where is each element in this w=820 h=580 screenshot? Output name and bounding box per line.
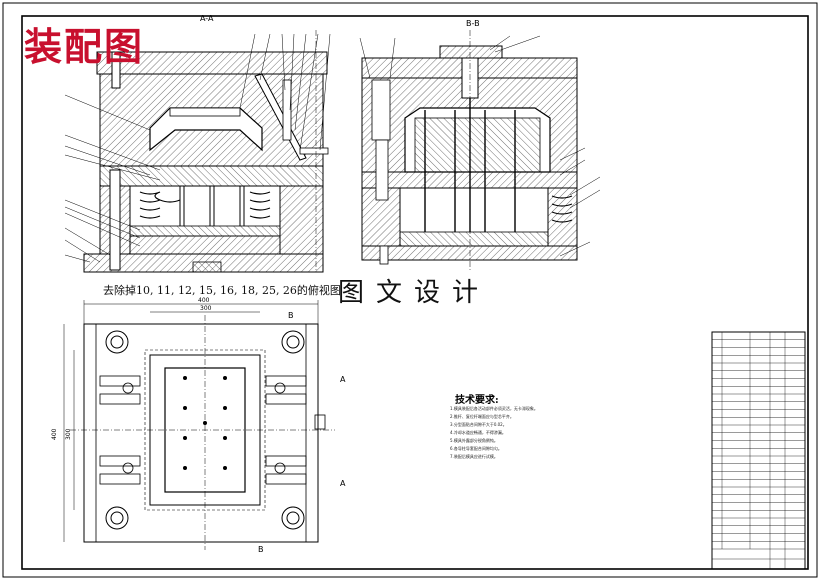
watermark-text: 图文设计 (338, 278, 491, 308)
inner-border (21, 15, 809, 570)
svg-text:B: B (258, 545, 264, 554)
dim-height-outer: 400 (51, 428, 58, 440)
dim-width-inner: 300 (200, 305, 212, 312)
overlay-title: 装配图 (24, 24, 145, 69)
svg-text:B: B (288, 311, 294, 320)
note-line: 7.装配后模具应进行试模。 (450, 454, 498, 459)
section-b-b-label: B-B (466, 19, 480, 28)
note-line: 4.冷却水道应畅通，不得渗漏。 (450, 430, 506, 435)
plan-view-caption: 去除掉10, 11, 12, 15, 16, 18, 25, 26的俯视图 (103, 284, 341, 297)
technical-requirements-title: 技术要求: (455, 395, 499, 406)
dim-width-outer: 400 (198, 297, 210, 304)
section-b-b-view (359, 30, 601, 272)
note-line: 5.模具外露部分锐角倒钝。 (450, 438, 498, 443)
svg-text:A: A (340, 479, 346, 488)
bom-table (711, 331, 806, 570)
note-line: 1.模具装配后各活动部件必须灵活，无卡滞现象。 (450, 406, 538, 411)
svg-text:A: A (340, 375, 346, 384)
section-a-a-view (64, 30, 331, 273)
note-line: 3.分型面贴合间隙不大于0.02。 (450, 422, 507, 427)
plan-view: B A B A (63, 300, 346, 554)
dim-height-inner: 300 (65, 428, 72, 440)
section-a-a-label: A-A (200, 14, 214, 23)
note-line: 6.各导柱导套配合间隙均匀。 (450, 446, 502, 451)
note-line: 2.推杆、复位杆端面应与型芯平齐。 (450, 414, 514, 419)
technical-requirements-notes: 1.模具装配后各活动部件必须灵活，无卡滞现象。 2.推杆、复位杆端面应与型芯平齐… (450, 405, 590, 461)
